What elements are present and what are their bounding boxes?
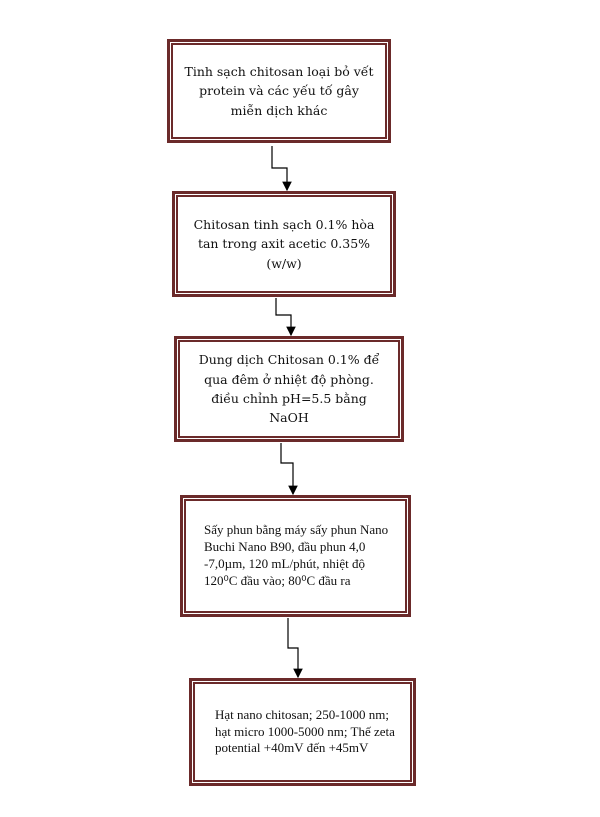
step-4-box: Sấy phun bằng máy sấy phun Nano Buchi Na… [180,495,411,617]
step-1-box: Tinh sạch chitosan loại bỏ vết protein v… [167,39,391,143]
step-2-text: Chitosan tinh sạch 0.1% hòa tan trong ax… [193,216,375,271]
step-1-text: Tinh sạch chitosan loại bỏ vết protein v… [184,63,374,118]
arrow-4-to-5 [287,618,303,679]
step-5-text: Hạt nano chitosan; 250-1000 nm; hạt micr… [215,706,395,756]
step-3-box: Dung dịch Chitosan 0.1% để qua đêm ở nhi… [174,336,404,442]
step-2-box: Chitosan tinh sạch 0.1% hòa tan trong ax… [172,191,396,297]
step-3-text: Dung dịch Chitosan 0.1% để qua đêm ở nhi… [198,352,380,426]
arrow-3-to-4 [280,443,298,496]
step-5-box: Hạt nano chitosan; 250-1000 nm; hạt micr… [189,678,416,786]
step-4-text: Sấy phun bằng máy sấy phun Nano Buchi Na… [204,522,389,588]
arrow-2-to-3 [275,298,296,337]
arrow-1-to-2 [271,146,292,192]
